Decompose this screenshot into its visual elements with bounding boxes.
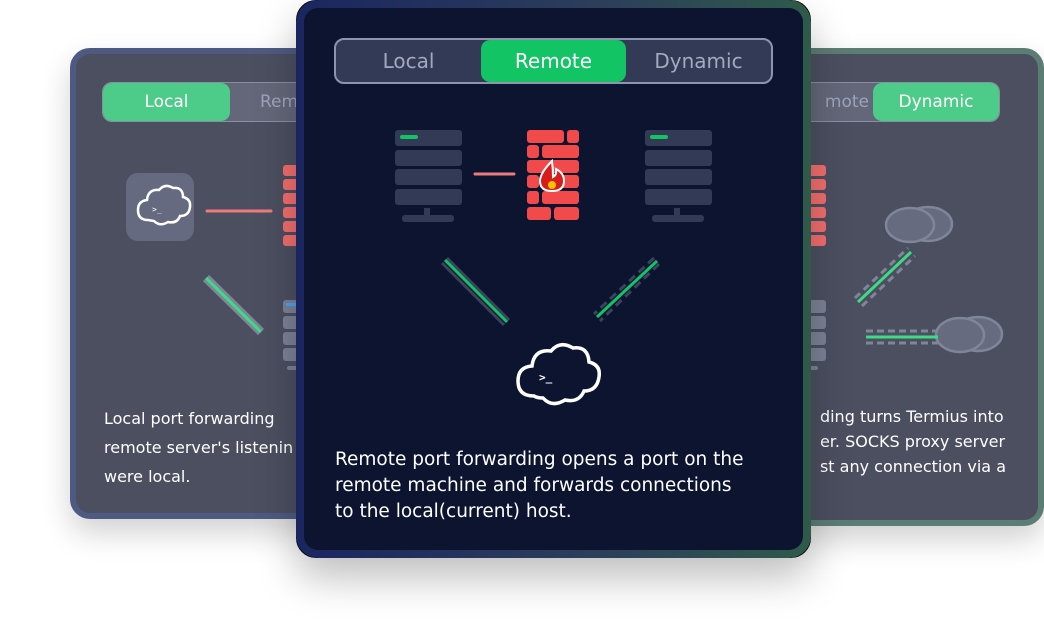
- description-line: remote machine and forwards connections: [335, 475, 732, 496]
- description-line: were local.: [104, 467, 191, 486]
- description-line: er. SOCKS proxy server: [819, 432, 1006, 451]
- tab-local[interactable]: Local: [382, 49, 435, 73]
- server-icon: [806, 300, 826, 370]
- description-line: remote server's listenin: [104, 438, 294, 457]
- tab-remote[interactable]: Remote: [481, 40, 626, 82]
- tab-dynamic[interactable]: Dynamic: [873, 83, 999, 121]
- tab-remote[interactable]: mote: [824, 92, 869, 112]
- tunnel-line: [202, 274, 265, 336]
- local-forwarding-diagram: >_: [126, 165, 303, 370]
- remote-forwarding-card[interactable]: Local Remote Dynamic: [296, 0, 811, 558]
- tab-local[interactable]: Local: [103, 83, 230, 121]
- description-line: to the local(current) host.: [335, 501, 572, 522]
- termius-cloud-icon: >_: [516, 342, 602, 406]
- dynamic-forwarding-card[interactable]: mote Dynamic ding turns Term: [780, 48, 1044, 526]
- tab-dynamic[interactable]: Dynamic: [654, 49, 743, 73]
- svg-text:>_: >_: [539, 371, 553, 384]
- cloud-icon: [884, 205, 1004, 354]
- description-line: ding turns Termius into: [819, 407, 1004, 426]
- server-icon: [645, 130, 712, 222]
- description-line: Remote port forwarding opens a port on t…: [335, 449, 744, 470]
- server-icon: [395, 130, 462, 222]
- firewall-icon: [806, 165, 826, 246]
- svg-text:>_: >_: [152, 205, 162, 214]
- dynamic-forwarding-diagram: [806, 165, 1004, 370]
- tab-remote[interactable]: Rem: [260, 92, 299, 112]
- dynamic-description: ding turns Termius into er. SOCKS proxy …: [820, 404, 1006, 479]
- mode-tabs: Local Remote Dynamic: [334, 38, 773, 84]
- local-description: Local port forwarding remote server's li…: [104, 404, 293, 491]
- tunnel-line: [440, 256, 661, 327]
- remote-description: Remote port forwarding opens a port on t…: [335, 447, 795, 525]
- flame-icon: [538, 158, 566, 193]
- description-line: st any connection via a: [819, 457, 1006, 476]
- description-line: Local port forwarding: [104, 409, 275, 428]
- mode-tabs: Local Rem: [102, 82, 324, 122]
- mode-tabs: mote Dynamic: [786, 82, 1000, 122]
- termius-cloud-icon: >_: [126, 173, 194, 241]
- local-forwarding-card[interactable]: Local Rem >_ Local port forwarding remot…: [70, 48, 330, 519]
- tunnel-line: [853, 246, 938, 345]
- remote-forwarding-diagram: >_: [395, 130, 712, 406]
